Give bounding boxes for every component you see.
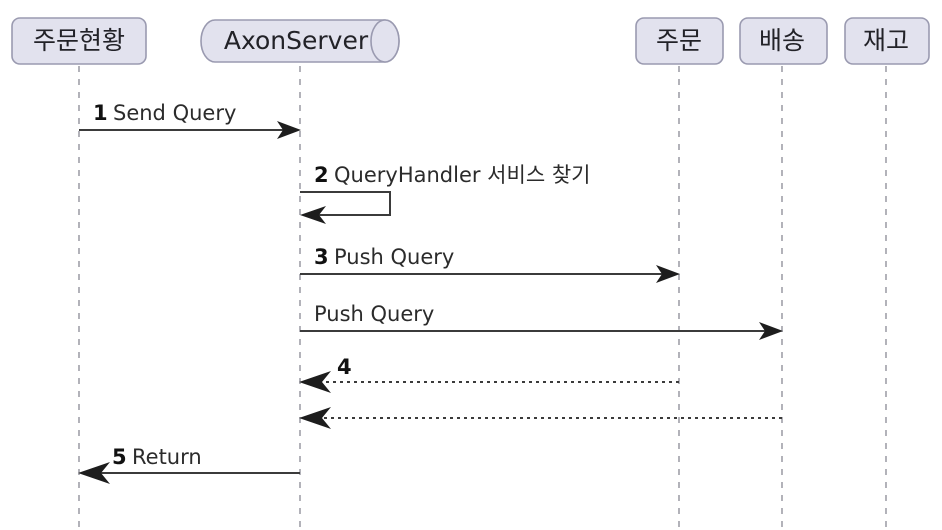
message-number-find-queryhandler-service: 2 [314,163,329,187]
participant-label-order-status: 주문현황 [33,26,125,55]
message-label-push-query-order: Push Query [334,245,454,269]
participant-box-order-status[interactable] [11,17,147,65]
message-label-push-query-delivery: Push Query [314,302,434,326]
participant-label-axon-server: AxonServer [224,26,369,55]
message-label-send-query: Send Query [113,101,236,125]
arrowhead-icon-return-from-order [299,371,331,393]
message-push-query-delivery[interactable]: Push Query [300,302,783,340]
message-return-from-delivery[interactable] [299,407,782,429]
participant-label-delivery: 배송 [759,26,805,55]
message-number-send-query: 1 [93,101,108,125]
participant-box-inventory[interactable] [844,17,930,65]
arrowhead-icon-push-query-order [656,265,680,283]
participant-queue-cap-axon-server [370,19,400,63]
message-label-return-to-order-status: Return [132,445,202,469]
message-find-queryhandler-service[interactable]: 2 QueryHandler 서비스 찾기 [300,163,590,224]
message-number-return-from-order: 4 [337,355,352,379]
message-send-query[interactable]: 1 Send Query [79,101,301,139]
participant-order-status[interactable]: 주문현황 [11,17,147,65]
message-line-find-queryhandler-service [300,191,391,216]
participant-delivery[interactable]: 배송 [739,17,828,65]
participant-inventory[interactable]: 재고 [844,17,930,65]
participant-label-inventory: 재고 [863,26,909,55]
participant-box-delivery[interactable] [739,17,828,65]
arrowhead-icon-find-queryhandler-service [300,206,326,224]
participant-box-order[interactable] [635,17,724,65]
message-number-push-query-order: 3 [314,245,329,269]
message-number-return-to-order-status: 5 [112,445,127,469]
message-return-to-order-status[interactable]: 5 Return [78,445,300,484]
arrowhead-icon-push-query-delivery [759,322,783,340]
message-label-find-queryhandler-service: QueryHandler 서비스 찾기 [334,163,590,187]
message-push-query-order[interactable]: 3 Push Query [300,245,680,283]
arrowhead-icon-return-to-order-status [78,462,110,484]
arrowhead-icon-send-query [277,121,301,139]
participant-order[interactable]: 주문 [635,17,724,65]
participant-axon-server[interactable]: AxonServer [200,19,400,63]
participant-label-order: 주문 [656,26,702,55]
message-return-from-order[interactable]: 4 [299,355,679,393]
arrowhead-icon-return-from-delivery [299,407,331,429]
